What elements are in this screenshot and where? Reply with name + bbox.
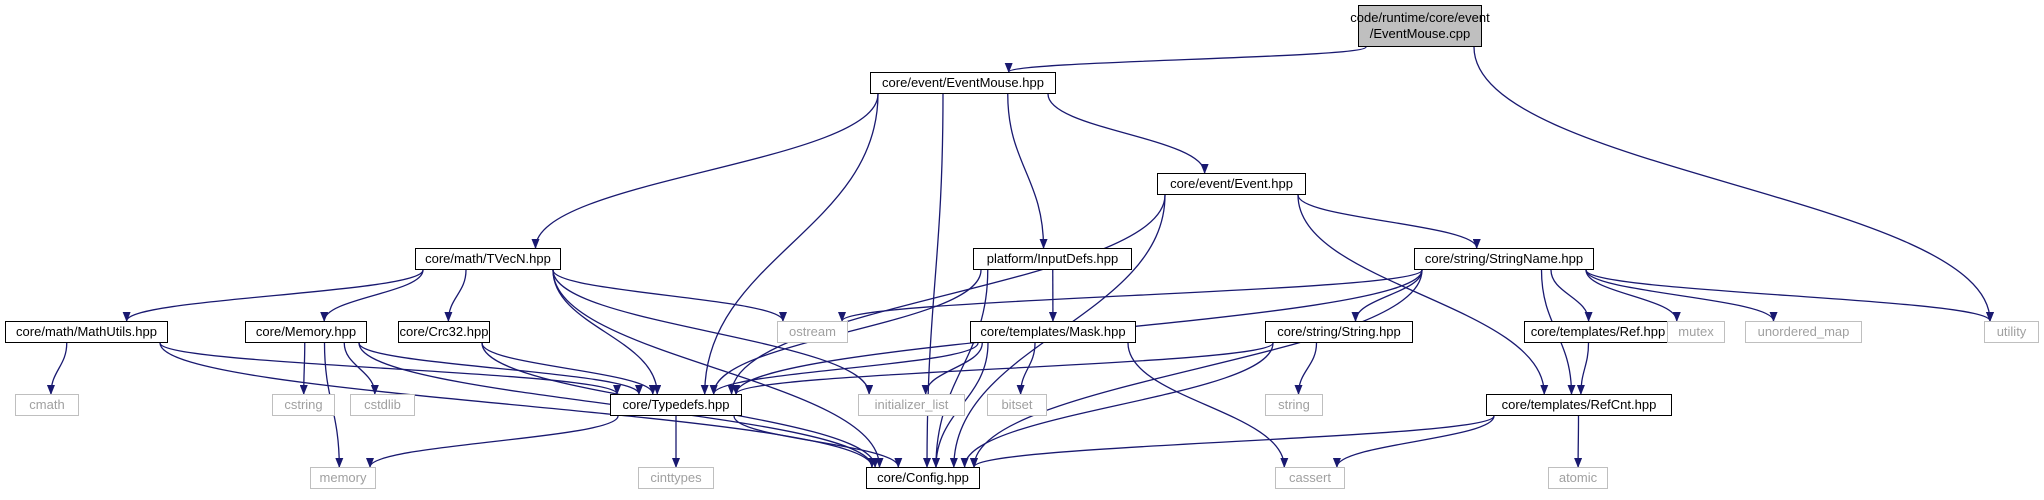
edge-event_hpp-to-typedefs_hpp (727, 194, 1166, 395)
edge-string_hpp-to-string (1294, 342, 1318, 395)
edge-string_name_hpp-to-config_hpp (970, 269, 1423, 468)
edge-refcnt_hpp-to-cassert (1332, 415, 1495, 468)
node-mask-hpp[interactable]: core/templates/Mask.hpp (970, 321, 1136, 343)
node-memory-hpp[interactable]: core/Memory.hpp (245, 321, 367, 343)
edge-event_mouse_hpp-to-event_hpp (1047, 93, 1209, 174)
node-ostream: ostream (777, 321, 848, 343)
node-cstdlib: cstdlib (350, 394, 415, 416)
edge-tvecn_hpp-to-ostream (552, 269, 787, 322)
edge-tvecn_hpp-to-config_hpp (552, 269, 884, 468)
edge-mask_hpp-to-cassert (1127, 342, 1289, 468)
node-cassert: cassert (1275, 467, 1345, 489)
edge-math_utils_hpp-to-typedefs_hpp (159, 342, 621, 395)
edge-layer (46, 46, 1994, 468)
node-memory: memory (310, 467, 376, 489)
edge-mask_hpp-to-typedefs_hpp (709, 342, 979, 395)
edge-string_name_hpp-to-utility (1585, 269, 1994, 322)
node-typedefs-hpp[interactable]: core/Typedefs.hpp (610, 394, 742, 416)
root-label-line-2: /EventMouse.cpp (1369, 26, 1471, 41)
edge-mask_hpp-to-bitset (1016, 342, 1036, 395)
edge-typedefs_hpp-to-memory (366, 415, 619, 468)
node-cmath: cmath (15, 394, 79, 416)
node-initializer-list: initializer_list (858, 394, 965, 416)
edge-event_hpp-to-string_name_hpp (1297, 194, 1481, 249)
node-cstring: cstring (272, 394, 335, 416)
node-string: string (1265, 394, 1323, 416)
node-crc32-hpp[interactable]: core/Crc32.hpp (398, 321, 490, 343)
edge-string_name_hpp-to-unordered_map (1585, 269, 1778, 322)
node-math-utils-hpp[interactable]: core/math/MathUtils.hpp (5, 321, 168, 343)
edge-root-to-event_mouse_hpp (1004, 46, 1367, 73)
edge-math_utils_hpp-to-config_hpp (159, 342, 876, 468)
edge-tvecn_hpp-to-crc32_hpp (444, 269, 467, 322)
root-label-line-1: code/runtime/core/event (1350, 10, 1490, 26)
edge-event_mouse_hpp-to-typedefs_hpp (700, 93, 879, 395)
node-event-mouse-hpp[interactable]: core/event/EventMouse.hpp (870, 72, 1056, 94)
edge-string_hpp-to-typedefs_hpp (732, 342, 1274, 395)
node-tvecn-hpp[interactable]: core/math/TVecN.hpp (415, 248, 561, 270)
edge-string_name_hpp-to-ref_hpp (1550, 269, 1593, 322)
node-refcnt-hpp[interactable]: core/templates/RefCnt.hpp (1486, 394, 1672, 416)
edge-refcnt_hpp-to-config_hpp (970, 415, 1495, 468)
edge-ref_hpp-to-refcnt_hpp (1576, 342, 1590, 395)
node-bitset: bitset (987, 394, 1047, 416)
edge-tvecn_hpp-to-math_utils_hpp (122, 269, 424, 322)
node-ref-hpp[interactable]: core/templates/Ref.hpp (1524, 321, 1672, 343)
edge-math_utils_hpp-to-cmath (46, 342, 68, 395)
node-unordered-map: unordered_map (1745, 321, 1862, 343)
node-event-hpp[interactable]: core/event/Event.hpp (1157, 173, 1306, 195)
edge-tvecn_hpp-to-typedefs_hpp (552, 269, 662, 395)
edge-input_defs_hpp-to-config_hpp (931, 269, 989, 468)
edge-tvecn_hpp-to-initializer_list (552, 269, 874, 395)
node-utility: utility (1984, 321, 2039, 343)
node-cinttypes: cinttypes (638, 467, 714, 489)
edge-tvecn_hpp-to-memory_hpp (320, 269, 424, 322)
node-atomic: atomic (1548, 467, 1608, 489)
edge-event_hpp-to-refcnt_hpp (1297, 194, 1549, 395)
edge-memory_hpp-to-cstdlib (343, 342, 379, 395)
node-string-name-hpp[interactable]: core/string/StringName.hpp (1414, 248, 1594, 270)
node-mutex: mutex (1667, 321, 1725, 343)
edge-root-to-utility (1473, 46, 1994, 322)
node-root-eventmouse-cpp: code/runtime/core/event /EventMouse.cpp (1350, 5, 1490, 47)
edge-crc32_hpp-to-typedefs_hpp (481, 342, 657, 395)
node-input-defs-hpp[interactable]: platform/InputDefs.hpp (973, 248, 1132, 270)
node-string-hpp[interactable]: core/string/String.hpp (1265, 321, 1413, 343)
edge-string_name_hpp-to-ostream (838, 269, 1423, 322)
edge-event_mouse_hpp-to-tvecn_hpp (531, 93, 879, 249)
node-config-hpp[interactable]: core/Config.hpp (866, 467, 980, 489)
edge-string_name_hpp-to-string_hpp (1351, 269, 1423, 322)
edge-memory_hpp-to-typedefs_hpp (358, 342, 643, 395)
edge-string_name_hpp-to-mutex (1585, 269, 1681, 322)
edge-mask_hpp-to-initializer_list (921, 342, 983, 395)
edge-memory_hpp-to-cstring (299, 342, 308, 395)
edge-event_mouse_hpp-to-input_defs_hpp (1007, 93, 1048, 249)
edge-typedefs_hpp-to-config_hpp (733, 415, 903, 468)
edge-string_hpp-to-config_hpp (960, 342, 1274, 468)
